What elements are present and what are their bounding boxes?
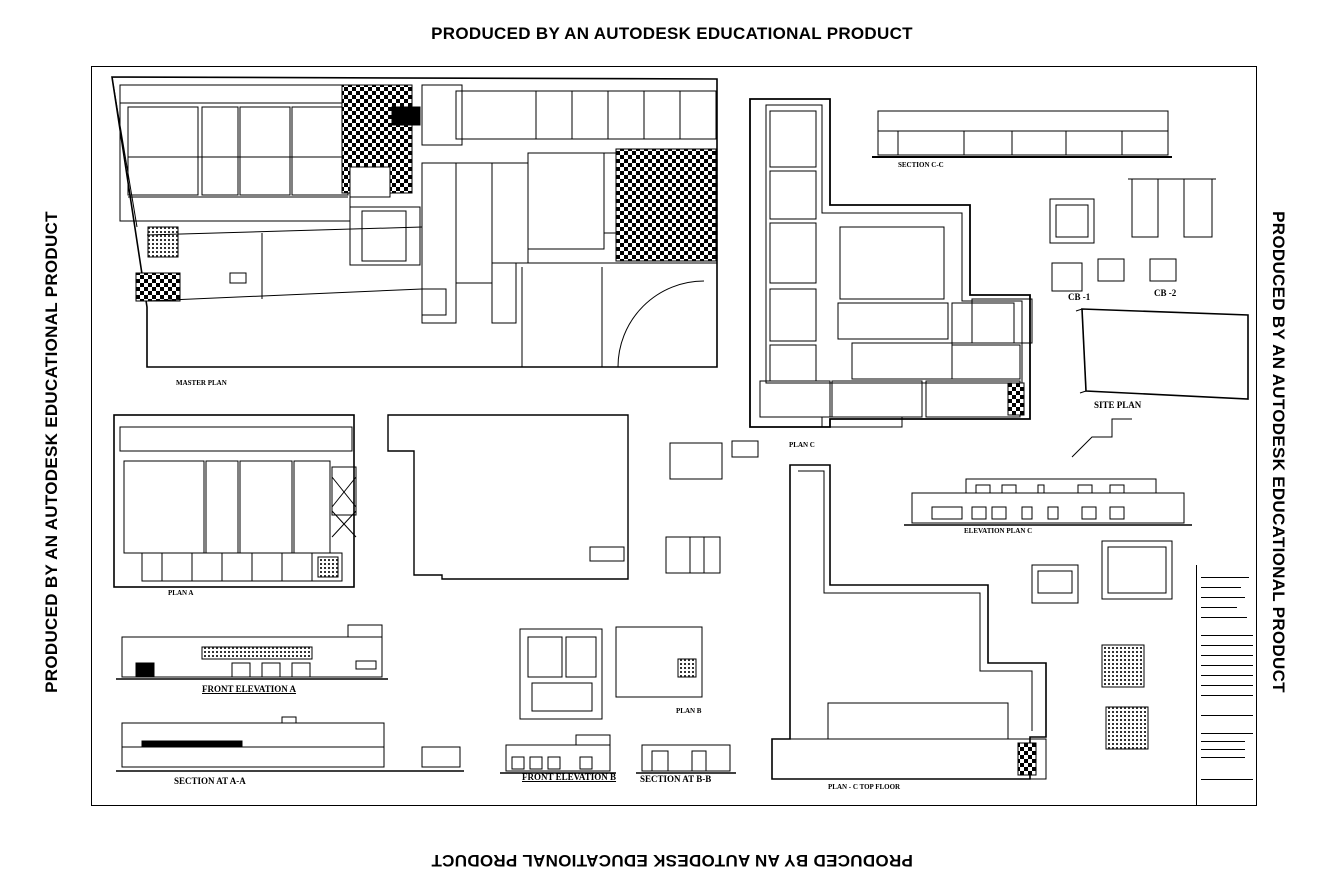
site-plan-title: SITE PLAN [1094,400,1142,410]
drawing-sheet: MASTER PLAN PLAN C SECTION C-C CB -1 CB … [91,66,1257,806]
plan-c-top-floor-title: PLAN - C TOP FLOOR [828,783,901,791]
master-plan-title: MASTER PLAN [176,379,227,387]
title-block [1196,565,1257,805]
front-elevation-a [116,624,388,680]
plan-a-outline [387,414,629,580]
section-c-c [872,110,1172,158]
section-a-a-title: SECTION AT A-A [174,776,246,786]
front-elevation-b-title: FRONT ELEVATION B [522,772,617,782]
elevation-plan-c-title: ELEVATION PLAN C [964,527,1033,535]
watermark-left: PRODUCED BY AN AUTODESK EDUCATIONAL PROD… [42,211,61,693]
watermark-bottom: PRODUCED BY AN AUTODESK EDUCATIONAL PROD… [431,851,913,870]
detail-drawings [1049,178,1216,292]
cb1-title: CB -1 [1068,292,1091,302]
plan-b-title: PLAN B [676,707,702,715]
drawing-canvas [111,76,1249,780]
site-plan [1071,308,1249,458]
plan-a [113,414,357,588]
master-plan [111,76,718,368]
plan-c-title: PLAN C [789,441,815,449]
plan-c [749,98,1033,428]
plan-b [519,626,703,720]
section-a-a [116,716,464,772]
wall-details [665,440,759,574]
front-elevation-b [500,734,616,774]
watermark-top: PRODUCED BY AN AUTODESK EDUCATIONAL PROD… [431,24,913,43]
section-c-c-title: SECTION C-C [898,161,944,169]
watermark-right: PRODUCED BY AN AUTODESK EDUCATIONAL PROD… [1269,211,1288,693]
cb2-title: CB -2 [1154,288,1177,298]
section-b-b-title: SECTION AT B-B [640,774,712,784]
tank-details [1031,540,1173,750]
plan-c-top-floor [771,464,1047,780]
front-elevation-a-title: FRONT ELEVATION A [202,684,297,694]
section-b-b [636,744,736,774]
elevation-plan-c [904,478,1192,526]
plan-a-title: PLAN A [168,589,194,597]
